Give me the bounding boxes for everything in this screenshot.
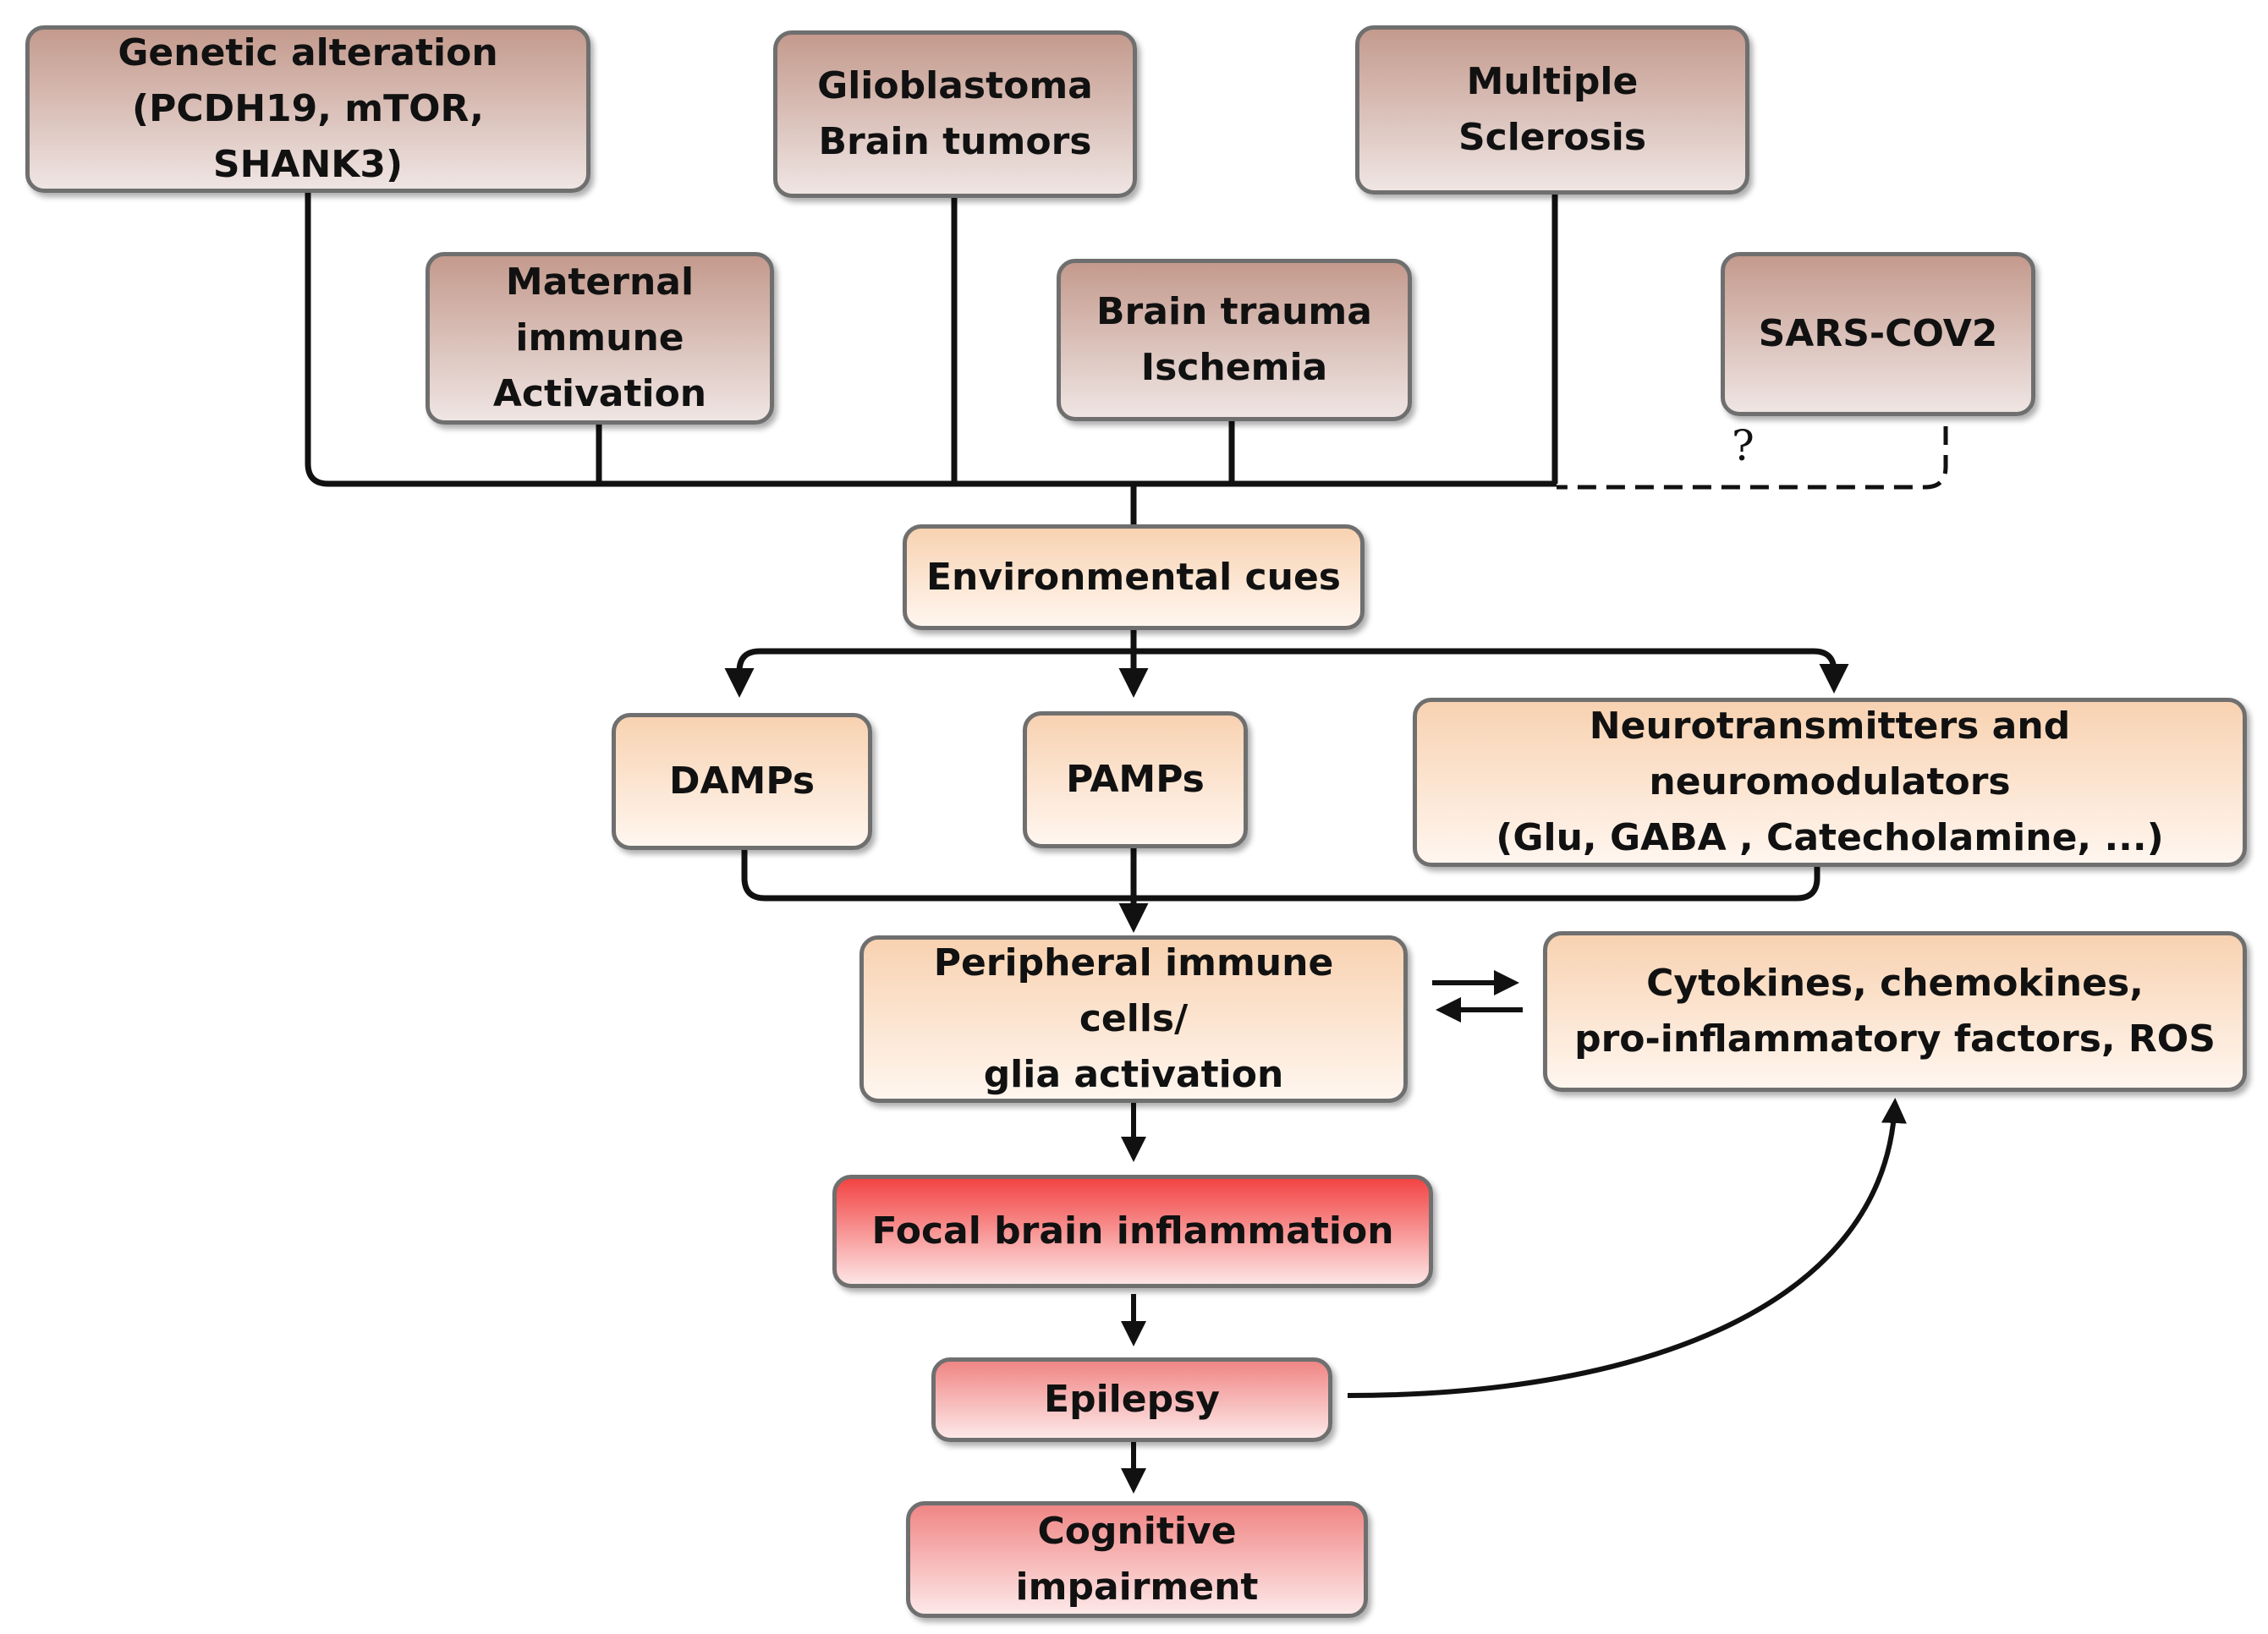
connector-to-neuro — [1134, 648, 1849, 694]
peripheral-immune-line-3: glia activation — [983, 1053, 1284, 1096]
genetic-alteration-line-3: SHANK3) — [212, 143, 404, 186]
cognitive-impairment-line-1: Cognitive — [1037, 1510, 1237, 1553]
connector-sars-dashed — [1557, 426, 1948, 490]
maternal-immune-line-2: immune — [515, 316, 684, 359]
genetic-alteration-line-1: Genetic alteration — [118, 31, 498, 74]
glioblastoma-box: Glioblastoma Brain tumors — [773, 30, 1137, 198]
epilepsy-box: Epilepsy — [931, 1357, 1332, 1442]
environmental-cues-label: Environmental cues — [926, 555, 1341, 599]
cognitive-impairment-box: Cognitive impairment — [906, 1501, 1368, 1618]
cytokines-box: Cytokines, chemokines, pro-inflammatory … — [1543, 931, 2247, 1092]
genetic-alteration-box: Genetic alteration (PCDH19, mTOR, SHANK3… — [25, 25, 590, 193]
sars-uncertain-label: ? — [1732, 421, 1755, 470]
multiple-sclerosis-line-1: Multiple — [1466, 60, 1639, 103]
focal-inflammation-box: Focal brain inflammation — [832, 1175, 1433, 1288]
damps-label: DAMPs — [668, 759, 815, 803]
peripheral-immune-line-2: cells/ — [1079, 997, 1189, 1040]
neurotransmitters-line-3: (Glu, GABA , Catecholamine, ...) — [1496, 816, 2164, 859]
sars-cov2-box: SARS-COV2 — [1721, 252, 2035, 416]
sars-cov2-label: SARS-COV2 — [1758, 312, 1998, 355]
brain-trauma-line-1: Brain trauma — [1096, 290, 1372, 333]
pamps-box: PAMPs — [1023, 711, 1248, 848]
neurotransmitters-line-1: Neurotransmitters and — [1589, 705, 2071, 748]
connector-to-damps — [724, 648, 1804, 698]
glioblastoma-line-2: Brain tumors — [818, 120, 1092, 163]
arrow-epilepsy-to-cytokines — [1347, 1098, 1907, 1398]
peripheral-immune-box: Peripheral immune cells/ glia activation — [859, 935, 1408, 1103]
glioblastoma-line-1: Glioblastoma — [817, 64, 1093, 107]
environmental-cues-box: Environmental cues — [903, 524, 1365, 630]
brain-trauma-line-2: Ischemia — [1140, 346, 1328, 389]
maternal-immune-line-3: Activation — [492, 372, 707, 415]
multiple-sclerosis-line-2: Sclerosis — [1458, 116, 1647, 159]
connector-genetic-to-bus — [305, 193, 1557, 487]
connector-damps-merge — [741, 848, 1820, 902]
pamps-label: PAMPs — [1066, 758, 1205, 801]
neurotransmitters-line-2: neuromodulators — [1649, 760, 2011, 803]
brain-trauma-box: Brain trauma Ischemia — [1057, 259, 1412, 421]
focal-inflammation-label: Focal brain inflammation — [871, 1209, 1394, 1253]
maternal-immune-box: Maternal immune Activation — [426, 252, 774, 425]
peripheral-immune-line-1: Peripheral immune — [933, 941, 1334, 984]
cognitive-impairment-line-2: impairment — [1015, 1565, 1259, 1609]
epilepsy-label: Epilepsy — [1044, 1378, 1220, 1421]
maternal-immune-line-1: Maternal — [505, 260, 695, 304]
genetic-alteration-line-2: (PCDH19, mTOR, — [132, 87, 484, 130]
damps-box: DAMPs — [612, 713, 872, 850]
multiple-sclerosis-box: Multiple Sclerosis — [1355, 25, 1749, 195]
cytokines-line-2: pro-inflammatory factors, ROS — [1574, 1017, 2216, 1061]
neurotransmitters-box: Neurotransmitters and neuromodulators (G… — [1413, 698, 2247, 867]
cytokines-line-1: Cytokines, chemokines, — [1646, 962, 2144, 1005]
